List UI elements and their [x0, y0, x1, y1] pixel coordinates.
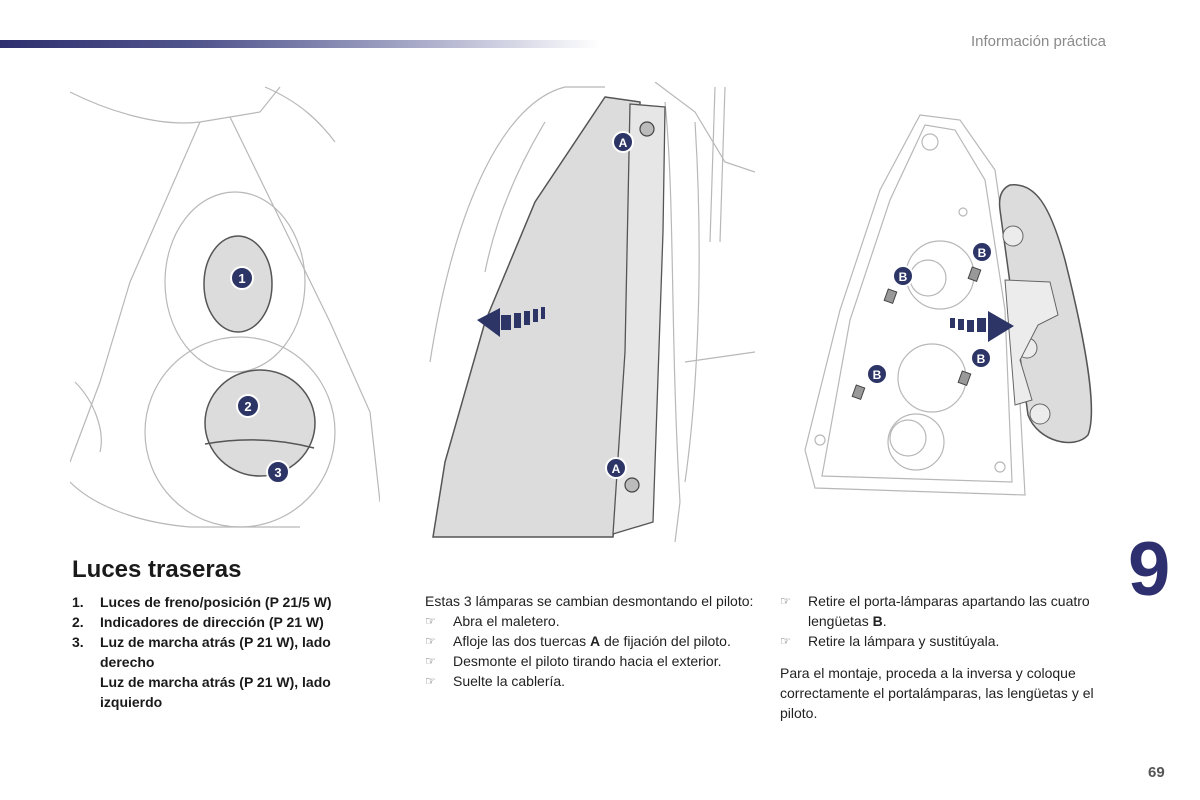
- badge-a-bottom: A: [605, 457, 627, 479]
- hand-pointer-icon: ☞: [780, 594, 791, 608]
- list-number: 2.: [72, 614, 84, 630]
- svg-text:1: 1: [238, 271, 245, 286]
- svg-text:B: B: [873, 368, 882, 382]
- list-item: 1. Luces de freno/posición (P 21/5 W): [72, 592, 372, 612]
- hand-pointer-icon: ☞: [425, 614, 436, 628]
- closing-text: Para el montaje, proceda a la inversa y …: [780, 665, 1094, 721]
- list-item: 3. Luz de marcha atrás (P 21 W), lado de…: [72, 632, 372, 672]
- step-item: ☞Retire la lámpara y sustitúyala.: [780, 633, 1000, 649]
- instructions-column-3: ☞Retire el porta-lámparas apartando las …: [780, 591, 1110, 723]
- svg-text:B: B: [978, 246, 987, 260]
- list-text: Indicadores de dirección (P 21 W): [100, 614, 324, 630]
- list-item: 2. Indicadores de dirección (P 21 W): [72, 612, 372, 632]
- badge-a-top: A: [612, 131, 634, 153]
- list-item: Luz de marcha atrás (P 21 W), lado izqui…: [72, 672, 372, 712]
- badge-b-4: B: [866, 363, 888, 385]
- badge-b-3: B: [970, 347, 992, 369]
- hand-pointer-icon: ☞: [425, 674, 436, 688]
- svg-text:2: 2: [244, 399, 251, 414]
- step-item: ☞Abra el maletero.: [425, 613, 560, 629]
- step-item: ☞Suelte la cablería.: [425, 673, 566, 689]
- badge-b-1: B: [892, 265, 914, 287]
- list-text: Luz de marcha atrás (P 21 W), lado izqui…: [100, 674, 331, 710]
- intro-text: Estas 3 lámparas se cambian desmontando …: [425, 593, 754, 609]
- page-title: Luces traseras: [72, 556, 242, 583]
- list-number: 3.: [72, 634, 84, 650]
- svg-text:3: 3: [274, 465, 281, 480]
- hand-pointer-icon: ☞: [425, 654, 436, 668]
- hand-pointer-icon: ☞: [780, 634, 791, 648]
- instructions-column-2: Estas 3 lámparas se cambian desmontando …: [425, 591, 755, 691]
- svg-text:B: B: [899, 270, 908, 284]
- figure-lamp-positions: 1 2 3: [70, 86, 380, 528]
- badge-1: 1: [230, 266, 254, 290]
- list-text: Luces de freno/posición (P 21/5 W): [100, 594, 332, 610]
- badge-3: 3: [266, 460, 290, 484]
- figure-remove-unit: A A: [429, 82, 755, 543]
- badge-b-2: B: [971, 241, 993, 263]
- step-item: ☞Retire el porta-lámparas apartando las …: [780, 593, 1090, 629]
- chapter-number: 9: [1128, 527, 1171, 612]
- badge-2: 2: [236, 394, 260, 418]
- lamp-list: 1. Luces de freno/posición (P 21/5 W) 2.…: [72, 592, 372, 712]
- step-item: ☞Afloje las dos tuercas A de fijación de…: [425, 633, 731, 649]
- svg-text:B: B: [977, 352, 986, 366]
- step-item: ☞Desmonte el piloto tirando hacia el ext…: [425, 653, 722, 669]
- section-title: Información práctica: [970, 33, 1106, 50]
- figure-lamp-holder: B B B B: [804, 114, 1093, 496]
- page-number: 69: [1148, 764, 1165, 781]
- svg-text:A: A: [612, 462, 621, 476]
- hand-pointer-icon: ☞: [425, 634, 436, 648]
- svg-text:A: A: [619, 136, 628, 150]
- list-number: 1.: [72, 594, 84, 610]
- list-text: Luz de marcha atrás (P 21 W), lado derec…: [100, 634, 331, 670]
- header-bar: [0, 40, 600, 48]
